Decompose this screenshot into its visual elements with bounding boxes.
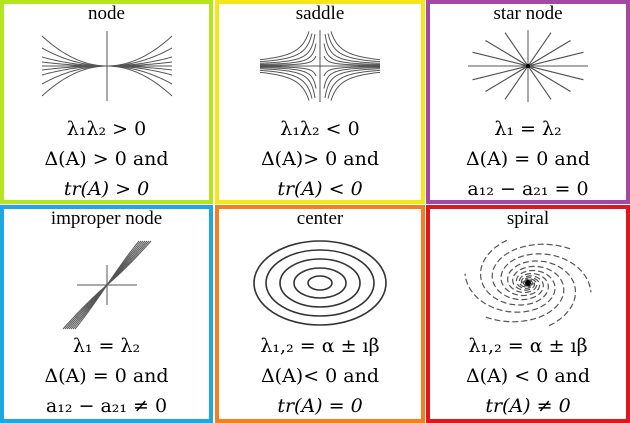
condition-line: tr(A) < 0 (277, 178, 363, 200)
trajectory-line (259, 71, 310, 101)
trajectory-line (265, 249, 375, 317)
trajectory-line (484, 265, 565, 323)
cell-conditions: λ₁,₂ = α ± ıβ Δ(A)< 0 and tr(A) = 0 (219, 331, 421, 419)
trajectory-line (259, 43, 317, 65)
condition-line: Δ(A)< 0 and (260, 365, 380, 387)
node-portrait-icon (41, 31, 172, 101)
trajectory-line (507, 260, 577, 327)
trajectory-line (500, 253, 592, 297)
trajectory-line (491, 243, 572, 301)
trajectory-line (479, 239, 549, 306)
condition-line: tr(A) > 0 (63, 178, 150, 200)
saddle-portrait-icon (259, 30, 381, 102)
cell-center: center λ₁,₂ = α ± ıβ Δ(A)< 0 and tr(A) =… (215, 205, 425, 423)
trajectory-line (259, 68, 316, 99)
trajectory-line (330, 71, 381, 101)
trajectory-line (323, 43, 381, 65)
condition-line: Δ(A)> 0 and (260, 148, 380, 170)
condition-line: λ₁,₂ = α ± ıβ (260, 335, 380, 357)
condition-line: a₁₂ − a₂₁ ≠ 0 (45, 395, 168, 417)
cell-conditions: λ₁λ₂ < 0 Δ(A)> 0 and tr(A) < 0 (219, 114, 421, 200)
improper-node-portrait-icon (62, 240, 151, 330)
equilibrium-point (525, 280, 531, 286)
condition-line: Δ(A) < 0 and (465, 365, 591, 387)
cell-conditions: λ₁λ₂ > 0 Δ(A) > 0 and tr(A) > 0 (4, 114, 209, 200)
trajectory-line (259, 33, 316, 64)
trajectory-line (259, 33, 313, 63)
cell-title: node (88, 3, 125, 24)
trajectory-line (323, 55, 381, 66)
trajectory-line (323, 66, 381, 77)
star-node-portrait-icon (468, 30, 588, 102)
condition-line: λ₁,₂ = α ± ıβ (468, 335, 588, 357)
condition-line: tr(A) = 0 (277, 395, 363, 417)
trajectory-line (330, 31, 381, 61)
trajectory-line (279, 258, 361, 308)
cell-improper-node: improper node λ₁ = λ₂ Δ(A) = 0 and a₁₂ −… (0, 205, 213, 423)
trajectory-line (259, 31, 310, 61)
cell-node: node λ₁λ₂ > 0 Δ(A) > 0 and tr(A) > 0 (0, 0, 213, 204)
condition-line: Δ(A) = 0 and (44, 365, 169, 387)
trajectory-line (327, 33, 381, 63)
cell-title: improper node (50, 208, 163, 229)
trajectory-line (259, 67, 317, 89)
cell-title: spiral (506, 208, 550, 229)
trajectory-line (41, 35, 172, 67)
condition-line: λ₁λ₂ < 0 (280, 118, 360, 140)
cell-spiral: spiral λ₁,₂ = α ± ıβ Δ(A) < 0 and tr(A) … (426, 205, 630, 423)
trajectory-line (307, 275, 333, 291)
cell-conditions: λ₁,₂ = α ± ıβ Δ(A) < 0 and tr(A) ≠ 0 (430, 331, 626, 419)
trajectory-line (324, 33, 381, 64)
trajectory-line (464, 269, 556, 313)
condition-line: λ₁λ₂ > 0 (66, 118, 147, 140)
cell-title: center (296, 208, 344, 229)
condition-line: λ₁ = λ₂ (494, 118, 562, 140)
trajectory-line (323, 67, 381, 89)
spiral-portrait-icon (464, 239, 592, 327)
trajectory-line (259, 69, 313, 99)
trajectory-line (324, 68, 381, 99)
center-portrait-icon (253, 240, 387, 326)
cell-title: star node (493, 3, 563, 24)
trajectory-line (259, 66, 317, 77)
condition-line: λ₁ = λ₂ (72, 335, 141, 357)
trajectory-line (253, 240, 387, 326)
condition-line: Δ(A) > 0 and (44, 148, 169, 170)
cell-conditions: λ₁ = λ₂ Δ(A) = 0 and a₁₂ − a₂₁ = 0 (430, 114, 626, 200)
cell-title: saddle (295, 3, 345, 24)
condition-line: Δ(A) = 0 and (465, 148, 591, 170)
condition-line: tr(A) ≠ 0 (485, 395, 571, 417)
equilibrium-point (526, 64, 530, 68)
condition-line: a₁₂ − a₂₁ = 0 (467, 178, 589, 200)
cell-saddle: saddle λ₁λ₂ < 0 Δ(A)> 0 and tr(A) < 0 (215, 0, 425, 204)
trajectory-line (327, 69, 381, 99)
cell-star-node: star node λ₁ = λ₂ Δ(A) = 0 and a₁₂ − a₂₁… (426, 0, 630, 204)
trajectory-line (62, 240, 151, 330)
cell-conditions: λ₁ = λ₂ Δ(A) = 0 and a₁₂ − a₂₁ ≠ 0 (4, 331, 209, 419)
trajectory-line (293, 267, 347, 299)
trajectory-line (259, 55, 317, 66)
